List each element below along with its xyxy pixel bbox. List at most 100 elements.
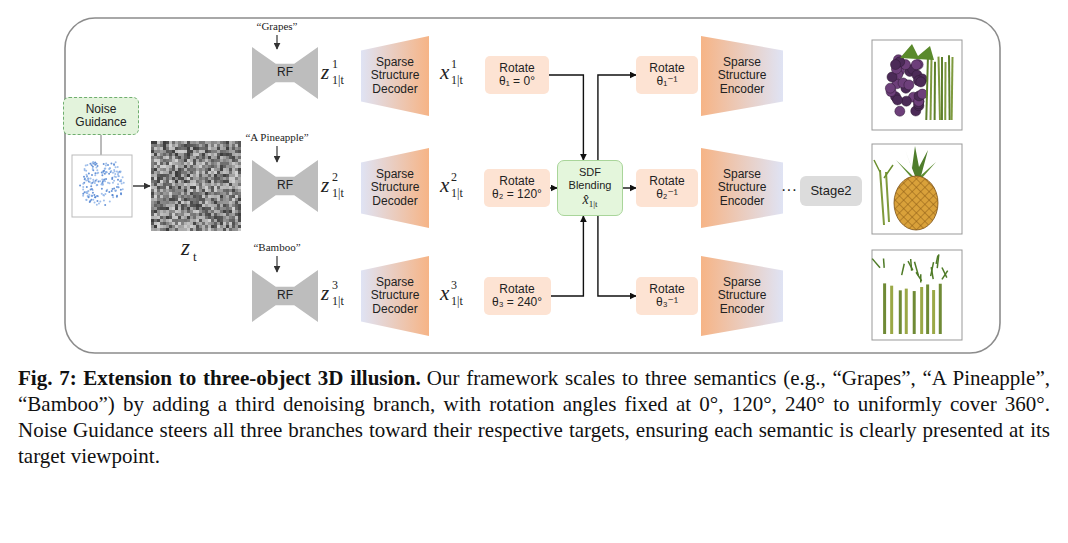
math-superscript: 2 xyxy=(332,171,338,183)
angle-label: θ₃ = 240° xyxy=(492,296,542,309)
node-label: Sparse Structure Decoder xyxy=(365,168,425,208)
decoder-block: Sparse Structure Decoder xyxy=(361,256,429,336)
point-cloud xyxy=(79,161,125,206)
prompt-arrow xyxy=(276,35,277,49)
node-label: Rotate xyxy=(499,62,535,75)
node-text-group: Sparse Structure Encoder xyxy=(705,56,779,96)
angle-label: θ₃⁻¹ xyxy=(649,296,684,309)
math-subscript: 1|t xyxy=(451,187,463,199)
node-text-group: Rotateθ₃⁻¹ xyxy=(649,283,684,310)
angle-label: θ₂⁻¹ xyxy=(649,188,684,201)
rf-shape xyxy=(252,160,318,212)
node-label: RF xyxy=(277,66,293,79)
prompt-text: “Bamboo” xyxy=(253,242,300,253)
decoder-block: Sparse Structure Decoder xyxy=(361,36,429,116)
sdf-blending-box: SDF Blendingx̂1|t xyxy=(557,160,623,216)
flow-arrow xyxy=(549,75,583,160)
math-subscript: 1|t xyxy=(451,295,463,307)
inverse-rotate-box: Rotateθ₂⁻¹ xyxy=(636,169,698,207)
output-frame xyxy=(872,40,962,130)
math-symbol: x xyxy=(440,62,449,83)
trapezoid-shape xyxy=(701,256,783,336)
output-frame xyxy=(872,250,962,340)
node-label: Sparse Structure Decoder xyxy=(365,56,425,96)
encoder-block: Sparse Structure Encoder xyxy=(701,256,783,336)
pineapple-render xyxy=(874,146,938,230)
guidance-box: Noise Guidance xyxy=(63,97,139,135)
rotate-box: Rotateθ₂ = 120° xyxy=(484,169,550,207)
guidance-image-frame xyxy=(72,155,132,217)
math-symbol: x̂ xyxy=(582,192,588,207)
math-superscript: 1 xyxy=(332,58,338,70)
math-symbol: z xyxy=(321,175,329,196)
node-text-group: Noise Guidance xyxy=(64,103,138,130)
trapezoid-shape xyxy=(701,36,783,116)
prompt-text: “A Pineapple” xyxy=(245,132,308,143)
flow-arrow xyxy=(598,216,636,296)
noise-latent xyxy=(151,141,241,231)
node-label: Rotate xyxy=(649,175,684,188)
node-label: Sparse Structure Encoder xyxy=(705,276,779,316)
node-text-group: Sparse Structure Decoder xyxy=(365,168,425,208)
node-text-group: SDF Blendingx̂1|t xyxy=(565,166,615,209)
math-line: x̂1|t xyxy=(565,192,615,209)
math-symbol: z xyxy=(321,283,329,304)
node-label: Rotate xyxy=(492,283,542,296)
prompt-arrow xyxy=(276,146,277,162)
decoder-block: Sparse Structure Decoder xyxy=(361,148,429,228)
math-superscript: 3 xyxy=(451,279,457,291)
node-text-group: RF xyxy=(277,66,293,79)
node-label: RF xyxy=(277,179,293,192)
node-text-group: Rotateθ₁⁻¹ xyxy=(649,62,684,89)
rf-model: RF xyxy=(252,47,318,99)
math-subscript: 1|t xyxy=(332,295,344,307)
node-label: RF xyxy=(277,289,293,302)
caption-block: Fig. 7: Extension to three-object 3D ill… xyxy=(18,365,1050,469)
node-label: Noise Guidance xyxy=(64,103,138,130)
node-text-group: Sparse Structure Encoder xyxy=(705,276,779,316)
math-superscript: 3 xyxy=(332,279,338,291)
rotate-box: Rotateθ₃ = 240° xyxy=(484,277,551,315)
rf-model: RF xyxy=(252,270,318,322)
node-text-group: Rotateθ₂⁻¹ xyxy=(649,175,684,202)
node-label: Rotate xyxy=(492,175,542,188)
bamboo-render xyxy=(872,254,948,334)
prompt-text: “Grapes” xyxy=(257,21,298,32)
flow-arrow xyxy=(598,75,636,160)
rf-shape xyxy=(252,270,318,322)
math-symbol: z xyxy=(181,236,190,259)
node-text-group: Rotateθ₁ = 0° xyxy=(499,62,535,89)
trapezoid-shape xyxy=(361,36,429,116)
inverse-rotate-box: Rotateθ₁⁻¹ xyxy=(636,56,698,94)
encoder-block: Sparse Structure Encoder xyxy=(701,36,783,116)
ellipsis: ··· xyxy=(781,182,797,198)
math-superscript: 1 xyxy=(451,58,457,70)
trapezoid-shape xyxy=(361,256,429,336)
math-superscript: 2 xyxy=(451,171,457,183)
prompt-arrow xyxy=(276,256,277,272)
guidance-line xyxy=(101,135,102,155)
math-symbol: x xyxy=(440,175,449,196)
flow-arrow xyxy=(623,187,636,188)
output-frame xyxy=(872,144,962,234)
flow-arrow xyxy=(550,187,557,188)
angle-label: θ₁ = 0° xyxy=(499,75,535,88)
node-text-group: Sparse Structure Decoder xyxy=(365,56,425,96)
node-text-group: Sparse Structure Decoder xyxy=(365,276,425,316)
node-label: Stage2 xyxy=(810,184,851,199)
input-arrow xyxy=(133,185,150,186)
angle-label: θ₂ = 120° xyxy=(492,188,542,201)
rf-model: RF xyxy=(252,160,318,212)
math-subscript: 1|t xyxy=(589,199,598,209)
grapes-render xyxy=(885,44,952,120)
node-text-group: Rotateθ₃ = 240° xyxy=(492,283,542,310)
stage-box: Stage2 xyxy=(800,176,862,206)
outer-frame xyxy=(65,18,1000,353)
node-text-group: Sparse Structure Encoder xyxy=(705,168,779,208)
encoder-block: Sparse Structure Encoder xyxy=(701,148,783,228)
node-label: Sparse Structure Encoder xyxy=(705,56,779,96)
node-text-group: RF xyxy=(277,289,293,302)
rf-shape xyxy=(252,47,318,99)
trapezoid-shape xyxy=(361,148,429,228)
